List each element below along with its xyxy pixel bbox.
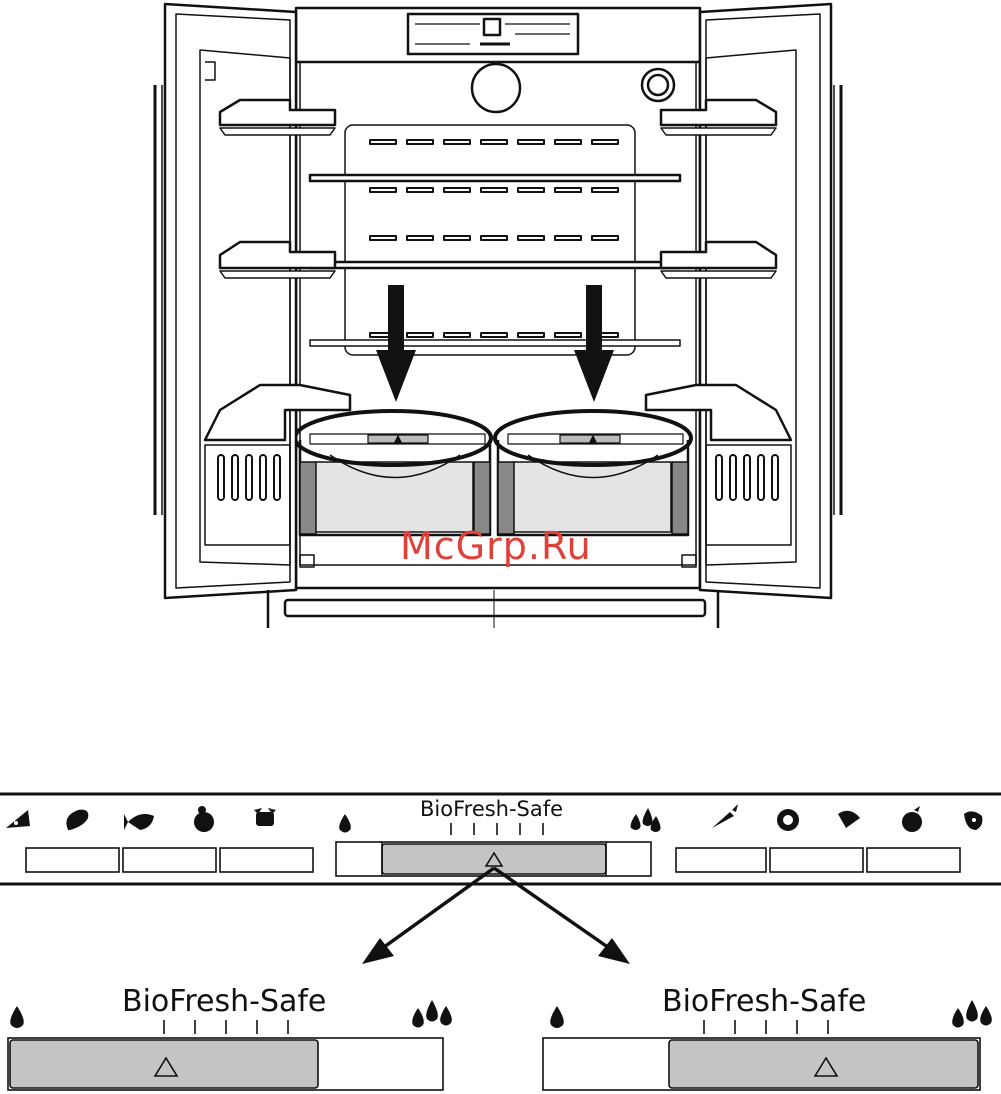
refrigerator-illustration <box>0 0 1001 680</box>
single-drop-icon <box>10 1006 24 1028</box>
freezer-drawer <box>268 590 718 628</box>
strip-scale-ticks <box>451 823 543 835</box>
vent-slot <box>407 188 433 192</box>
vent-slot <box>555 188 581 192</box>
vent-slot <box>592 236 618 240</box>
vent-slot <box>481 188 507 192</box>
vent-slot <box>407 236 433 240</box>
vent-slot <box>370 140 396 144</box>
vent-slot <box>444 140 470 144</box>
right-slider-handle[interactable] <box>669 1040 978 1088</box>
vent-slot <box>518 140 544 144</box>
vent-slot <box>407 333 433 337</box>
single-drop-icon <box>339 814 351 833</box>
right-biofresh-label: BioFresh-Safe <box>662 984 866 1019</box>
triple-drop-icon <box>952 1000 992 1028</box>
vent-slot <box>518 236 544 240</box>
food-button-right-3[interactable] <box>867 848 960 872</box>
vent-slot <box>481 333 507 337</box>
food-button-right-1[interactable] <box>676 848 766 872</box>
fish-icon <box>124 814 154 830</box>
strip-biofresh-label: BioFresh-Safe <box>420 797 563 821</box>
vent-slot <box>370 188 396 192</box>
vent-slot <box>592 140 618 144</box>
left-scale-ticks <box>164 1020 288 1034</box>
vent-slot <box>518 333 544 337</box>
broccoli-icon <box>838 811 860 828</box>
biofresh-control-diagram <box>0 780 1001 1094</box>
vent-slot <box>555 140 581 144</box>
vent-slot <box>444 236 470 240</box>
left-slider-handle[interactable] <box>10 1040 318 1088</box>
food-button-left-3[interactable] <box>220 848 313 872</box>
cheese-icon <box>6 810 30 828</box>
vent-slot <box>555 333 581 337</box>
vent-slot <box>592 188 618 192</box>
vent-slot <box>555 236 581 240</box>
watermark-text: McGrp.Ru <box>400 524 620 574</box>
food-button-left-1[interactable] <box>26 848 119 872</box>
rear-vents <box>370 140 618 337</box>
vent-slot <box>518 188 544 192</box>
poultry-icon <box>194 806 214 832</box>
biofresh-drawers <box>300 440 688 535</box>
cow-icon <box>254 808 276 826</box>
triple-drop-icon <box>412 1000 452 1028</box>
vent-slot <box>407 140 433 144</box>
left-biofresh-label: BioFresh-Safe <box>122 984 326 1019</box>
split-arrows <box>362 868 630 964</box>
berry-icon <box>964 811 982 830</box>
single-drop-icon <box>550 1006 564 1028</box>
vent-slot <box>444 188 470 192</box>
food-button-right-2[interactable] <box>770 848 863 872</box>
carrot-icon <box>712 804 738 828</box>
ceiling-light <box>472 64 520 112</box>
vent-slot <box>481 236 507 240</box>
glass-shelves <box>310 175 680 346</box>
fruit-icon <box>902 806 922 832</box>
meat-leg-icon <box>66 810 88 830</box>
vent-slot <box>481 140 507 144</box>
lettuce-icon <box>777 809 799 831</box>
vent-slot <box>370 236 396 240</box>
vent-slot <box>444 333 470 337</box>
right-scale-ticks <box>704 1020 828 1034</box>
triple-drop-icon <box>631 808 661 832</box>
food-button-left-2[interactable] <box>123 848 216 872</box>
